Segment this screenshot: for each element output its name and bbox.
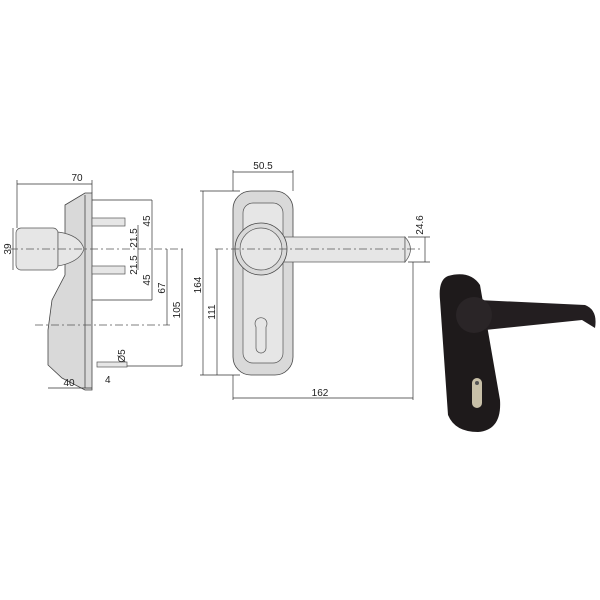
- product-plate: [439, 274, 501, 432]
- product-rose: [456, 297, 492, 333]
- dim-70: 70: [71, 173, 83, 184]
- dim-45-bottom: 45: [142, 274, 153, 286]
- dim-21-5-top: 21.5: [129, 228, 140, 248]
- product-photo: [439, 274, 596, 432]
- dim-pin-diameter: Ø5: [117, 349, 128, 363]
- product-lever: [478, 300, 596, 330]
- dim-40: 40: [63, 378, 75, 389]
- side-plate: [47, 192, 93, 391]
- dim-21-5-bottom: 21.5: [129, 255, 140, 275]
- dim-105: 105: [172, 301, 183, 318]
- fixing-pin-small: [96, 361, 128, 368]
- lever-bar: [282, 236, 406, 263]
- fixing-pin-top: [91, 217, 126, 227]
- dim-164: 164: [193, 276, 204, 293]
- dim-4: 4: [105, 375, 111, 386]
- dim-39: 39: [3, 243, 14, 255]
- front-view: 50.5 164 111 24.6 162: [193, 161, 430, 400]
- dim-111: 111: [207, 304, 218, 320]
- product-cylinder: [472, 378, 482, 408]
- dim-162: 162: [312, 388, 329, 399]
- dim-67: 67: [157, 282, 168, 294]
- dim-45-top: 45: [142, 215, 153, 227]
- dim-50-5: 50.5: [253, 161, 273, 172]
- side-view: 70 39 45 21.5 21.5 45 67 105 Ø5 4 40: [3, 173, 185, 391]
- fixing-pin-bottom: [91, 265, 126, 275]
- dim-24-6: 24.6: [415, 215, 426, 235]
- cylinder-keyhole: [254, 317, 268, 354]
